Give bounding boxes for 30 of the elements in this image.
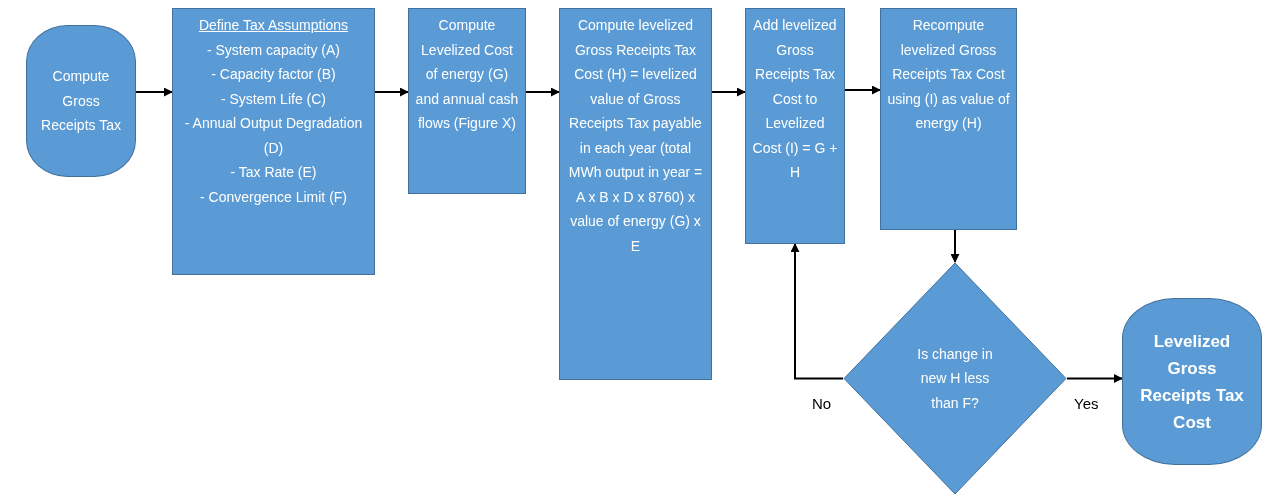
node-text: Add levelized Gross Receipts Tax Cost to Levelized Cost (I) = G + H — [752, 16, 838, 182]
list-item: - System Life (C) — [221, 89, 326, 109]
node-text: Compute levelized Gross Receipts Tax Cost (H) = levelized value of Gross Receipts Tax payable in each year (total MWh output in year = A x B x D x 8760) x value of energy (G) x E — [567, 16, 704, 256]
process-box — [559, 8, 712, 380]
box-heading: Define Tax Assumptions — [198, 16, 349, 35]
arrow — [950, 229, 960, 263]
decision-diamond — [843, 262, 1067, 495]
node-text: Levelized Gross Receipts Tax Cost — [1139, 330, 1245, 434]
arrow — [1066, 374, 1123, 383]
arrow — [844, 85, 881, 95]
arrow — [790, 243, 844, 380]
arrow — [135, 87, 173, 97]
terminator-shape — [1122, 298, 1262, 465]
list-item: - Annual Output Degradation (D) — [183, 114, 364, 158]
node-text: Compute Gross Receipts Tax — [40, 67, 122, 136]
node-text: Compute Levelized Cost of energy (G) and annual cash flows (Figure X) — [415, 16, 519, 133]
node-text: Recompute levelized Gross Receipts Tax Cost using (I) as value of energy (H) — [887, 16, 1010, 133]
node-text: Is change in new H less than F? — [916, 344, 994, 413]
list-item: - Tax Rate (E) — [230, 163, 317, 182]
arrow — [711, 87, 746, 97]
list-item: - Convergence Limit (F) — [199, 187, 347, 207]
list-item: - System capacity (A) — [207, 40, 340, 60]
process-box — [880, 8, 1017, 230]
arrow — [374, 87, 409, 97]
process-box — [172, 8, 375, 275]
list-item: - Capacity factor (B) — [211, 65, 336, 84]
terminator-shape — [26, 25, 136, 177]
process-box — [408, 8, 526, 194]
arrow — [525, 87, 560, 97]
process-box — [745, 8, 845, 244]
